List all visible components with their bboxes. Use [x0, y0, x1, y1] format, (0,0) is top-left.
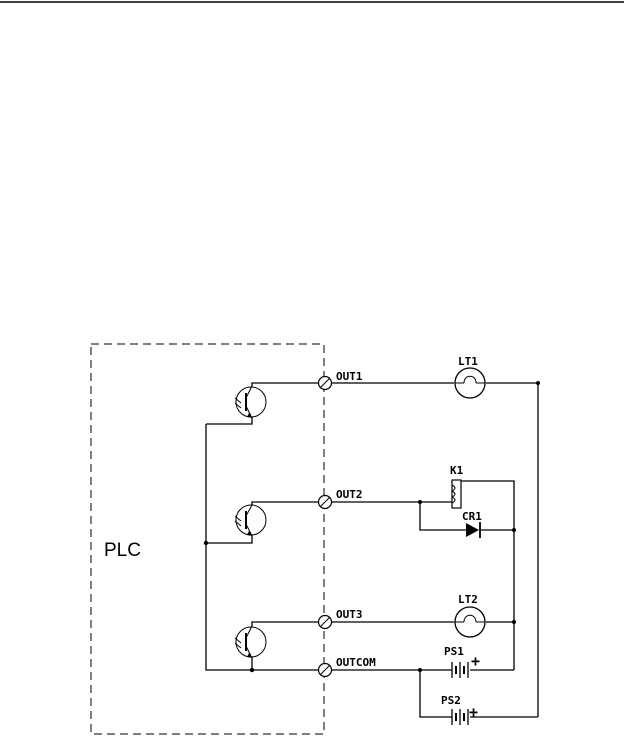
- transistor-3: [234, 625, 267, 659]
- lt2-label: LT2: [458, 593, 478, 606]
- plc-boundary: [90, 343, 325, 735]
- ps2-plus: +: [469, 703, 478, 721]
- lamp-lt2: [454, 606, 486, 638]
- relay-coil-k1: [451, 479, 462, 509]
- k1-label: K1: [450, 464, 464, 477]
- plc-internal-wiring: [203, 382, 320, 673]
- cr1-label: CR1: [462, 510, 482, 523]
- battery-ps1: [451, 662, 469, 678]
- out1-label: OUT1: [336, 370, 363, 383]
- diode-cr1: [466, 522, 481, 538]
- transistor-1: [234, 385, 267, 419]
- plc-label: PLC: [104, 540, 141, 561]
- terminal-out3: [317, 614, 333, 630]
- terminal-out1: [317, 375, 333, 391]
- out2-label: OUT2: [336, 488, 363, 501]
- out3-label: OUT3: [336, 608, 363, 621]
- outcom-label: OUTCOM: [336, 656, 376, 669]
- transistor-2: [234, 504, 267, 537]
- lt1-label: LT1: [458, 355, 478, 368]
- ps2-label: PS2: [441, 694, 461, 707]
- terminal-outcom: [317, 662, 333, 678]
- terminal-out2: [317, 494, 333, 510]
- ps1-label: PS1: [444, 645, 464, 658]
- ps1-plus: +: [471, 652, 480, 670]
- lamp-lt1: [454, 367, 486, 399]
- battery-ps2: [451, 709, 469, 725]
- external-wiring: [331, 381, 540, 718]
